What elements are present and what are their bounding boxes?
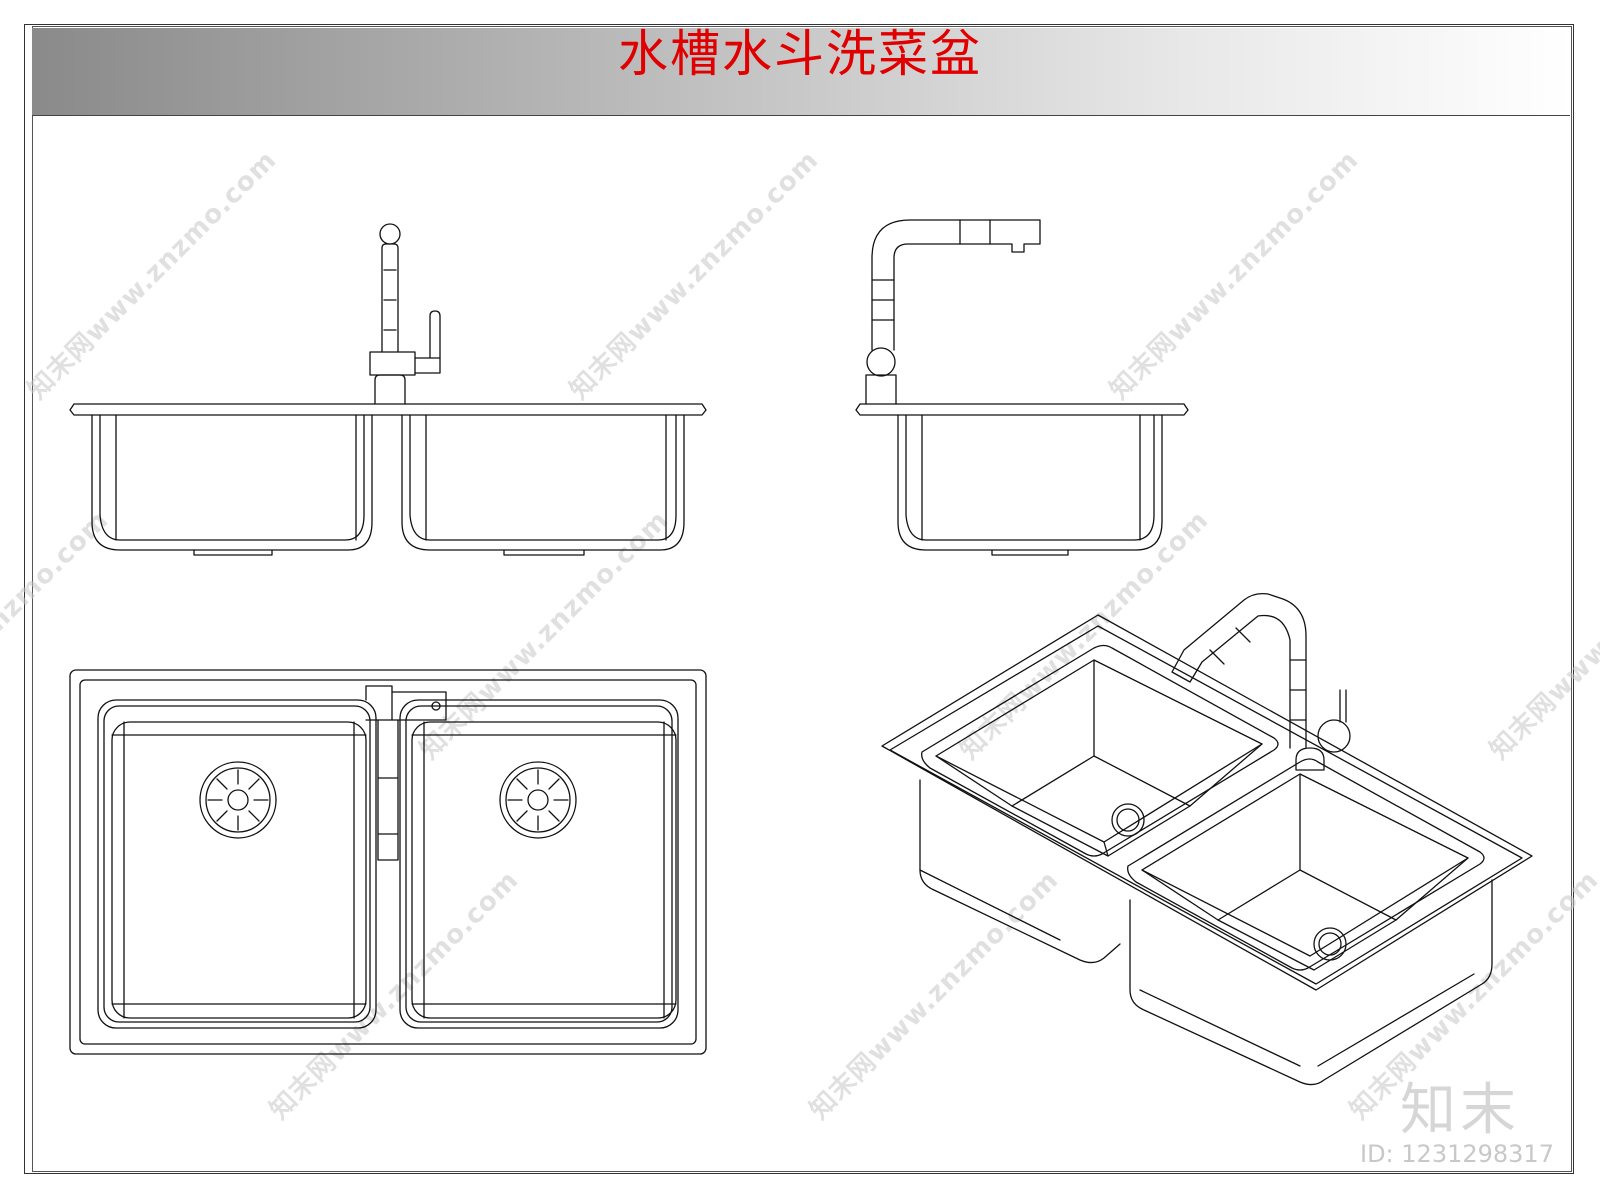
inner-border	[32, 26, 1572, 1172]
brand-id: ID: 1231298317	[1360, 1140, 1554, 1168]
side-view	[855, 219, 1189, 556]
left-drain	[199, 761, 277, 839]
top-view	[69, 669, 707, 1055]
page-title: 水槽水斗洗菜盆	[618, 25, 982, 83]
isometric-view	[881, 592, 1533, 1086]
outer-border	[24, 24, 1574, 1174]
front-view	[69, 223, 707, 556]
right-drain	[499, 761, 577, 839]
brand-logo: 知末	[1400, 1078, 1520, 1143]
title-bar	[32, 28, 1570, 116]
